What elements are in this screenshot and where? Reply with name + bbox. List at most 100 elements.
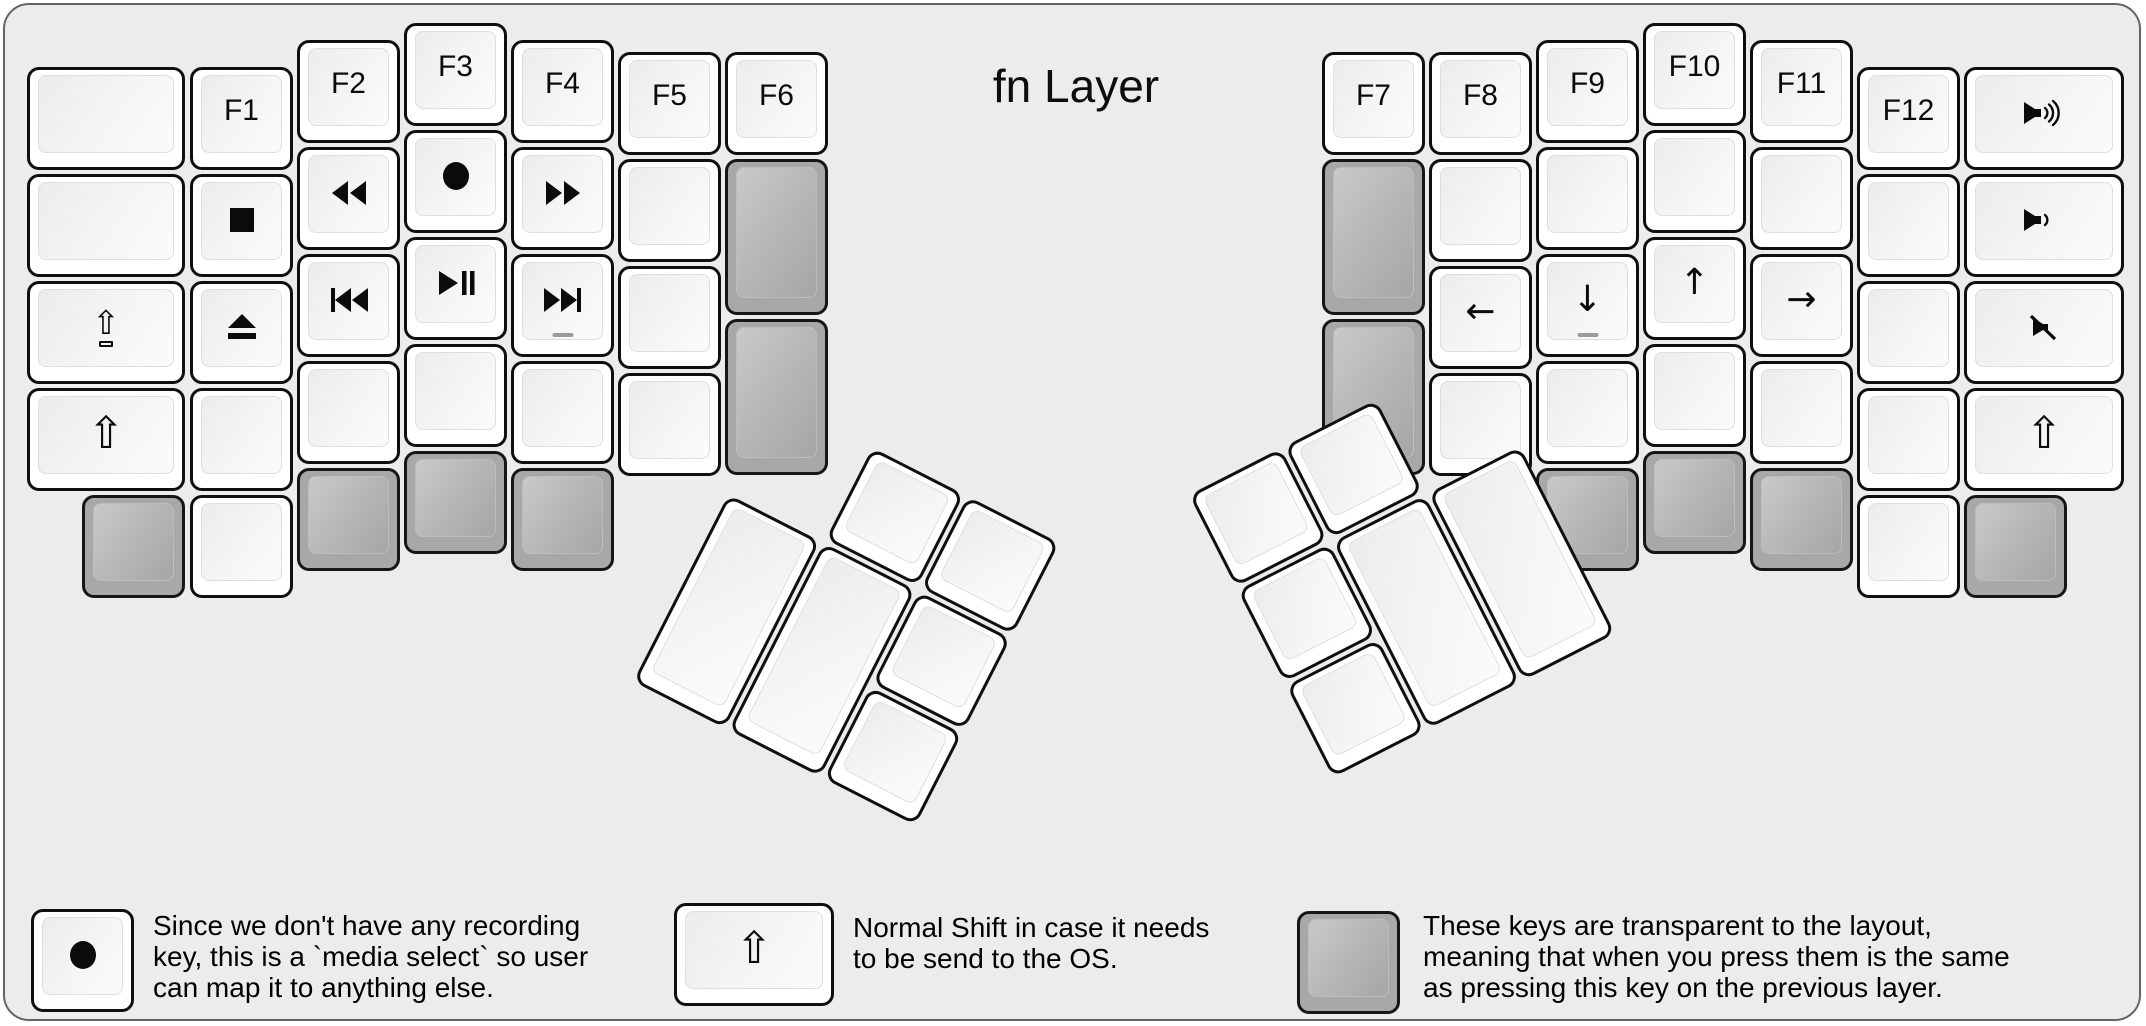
- key-f1[interactable]: F1: [190, 67, 293, 170]
- key-blank[interactable]: [511, 361, 614, 464]
- key-blank[interactable]: [297, 361, 400, 464]
- keycap-face: [201, 503, 282, 581]
- caps-lock-icon: ⇧: [30, 284, 182, 369]
- key-fast-forward[interactable]: [511, 147, 614, 250]
- keycap-face: [1308, 919, 1389, 997]
- key-shift[interactable]: ⇧: [27, 388, 185, 491]
- key-mute[interactable]: [1964, 281, 2124, 384]
- key-f2[interactable]: F2: [297, 40, 400, 143]
- legend-text-media-select: Since we don't have any recording key, t…: [153, 910, 589, 1003]
- key-record[interactable]: [404, 130, 507, 233]
- key-eject[interactable]: [190, 281, 293, 384]
- keycap-face: [629, 274, 710, 352]
- key-transparent[interactable]: [725, 159, 828, 315]
- key-blank[interactable]: [618, 373, 721, 476]
- key-transparent[interactable]: [297, 468, 400, 571]
- keycap-face: [38, 75, 174, 153]
- key-arrow-right[interactable]: →: [1750, 254, 1853, 357]
- arrow-down-icon: ↓: [1572, 278, 1603, 320]
- volume-down-icon: [1967, 177, 2121, 262]
- key-transparent[interactable]: [1964, 495, 2067, 598]
- homing-bar: [552, 333, 573, 337]
- key-blank[interactable]: [27, 67, 185, 170]
- keycap-face: [1868, 289, 1949, 367]
- key-f11[interactable]: F11: [1750, 40, 1853, 143]
- legend-key-shift[interactable]: ⇧: [674, 903, 834, 1006]
- keycap-face: [841, 698, 949, 806]
- key-f6[interactable]: F6: [725, 52, 828, 155]
- arrow-up-icon: ↑: [1679, 261, 1710, 303]
- key-blank[interactable]: [27, 174, 185, 277]
- key-blank[interactable]: [1429, 159, 1532, 262]
- key-volume-down[interactable]: [1964, 174, 2124, 277]
- keycap-face: [1975, 503, 2056, 581]
- keycap-label: F5: [651, 79, 687, 112]
- key-blank[interactable]: [1857, 495, 1960, 598]
- legend-key-record[interactable]: [31, 909, 134, 1012]
- keycap-face: [38, 396, 174, 474]
- shift-icon: ⇧: [2025, 407, 2063, 459]
- key-arrow-up[interactable]: ↑: [1643, 237, 1746, 340]
- key-volume-up[interactable]: [1964, 67, 2124, 170]
- key-transparent[interactable]: [511, 468, 614, 571]
- keycap-face: [522, 155, 603, 233]
- key-f3[interactable]: F3: [404, 23, 507, 126]
- key-transparent[interactable]: [404, 451, 507, 554]
- key-blank[interactable]: [190, 495, 293, 598]
- key-blank[interactable]: [1643, 130, 1746, 233]
- keycap-face: [938, 508, 1047, 615]
- key-f4[interactable]: F4: [511, 40, 614, 143]
- key-f9[interactable]: F9: [1536, 40, 1639, 143]
- key-f12[interactable]: F12: [1857, 67, 1960, 170]
- keycap-face: [1761, 48, 1842, 126]
- keycap-face: [1440, 167, 1521, 245]
- key-blank[interactable]: [1857, 388, 1960, 491]
- key-shift[interactable]: ⇧: [1964, 388, 2124, 491]
- key-arrow-left[interactable]: ←: [1429, 266, 1532, 369]
- key-rewind[interactable]: [297, 147, 400, 250]
- key-transparent[interactable]: [82, 495, 185, 598]
- key-blank[interactable]: [1857, 174, 1960, 277]
- key-transparent[interactable]: [1643, 451, 1746, 554]
- key-f7[interactable]: F7: [1322, 52, 1425, 155]
- legend-key-transparent[interactable]: [1297, 911, 1400, 1014]
- keycap-face: [1868, 503, 1949, 581]
- key-blank[interactable]: [618, 266, 721, 369]
- key-transparent[interactable]: [725, 319, 828, 475]
- keycap-label: F7: [1355, 79, 1391, 112]
- key-blank[interactable]: [404, 344, 507, 447]
- key-play-pause[interactable]: [404, 237, 507, 340]
- key-f8[interactable]: F8: [1429, 52, 1532, 155]
- keycap-face: [93, 503, 174, 581]
- key-blank[interactable]: [618, 159, 721, 262]
- arrow-right-icon: →: [1786, 278, 1817, 320]
- key-f10[interactable]: F10: [1643, 23, 1746, 126]
- keycap-face: [1654, 245, 1735, 323]
- key-prev-track[interactable]: [297, 254, 400, 357]
- rewind-icon: [300, 150, 397, 235]
- key-blank[interactable]: [190, 388, 293, 491]
- keycap-face: [1547, 155, 1628, 233]
- key-arrow-down[interactable]: ↓: [1536, 254, 1639, 357]
- record-icon: [34, 912, 131, 997]
- keycap-face: [629, 60, 710, 138]
- keycap-face: [522, 48, 603, 126]
- keycap-face: [522, 369, 603, 447]
- keycap-face: [415, 31, 496, 109]
- keycap-face: [1654, 31, 1735, 109]
- key-blank[interactable]: [1750, 361, 1853, 464]
- keycap-face: [1654, 138, 1735, 216]
- key-next-track[interactable]: [511, 254, 614, 357]
- key-transparent[interactable]: [1750, 468, 1853, 571]
- key-blank[interactable]: [1750, 147, 1853, 250]
- key-blank[interactable]: [1536, 147, 1639, 250]
- key-stop[interactable]: [190, 174, 293, 277]
- keycap-face: [1547, 48, 1628, 126]
- key-caps-lock[interactable]: ⇧: [27, 281, 185, 384]
- key-blank[interactable]: [1643, 344, 1746, 447]
- key-f5[interactable]: F5: [618, 52, 721, 155]
- key-transparent[interactable]: [1322, 159, 1425, 315]
- key-blank[interactable]: [1536, 361, 1639, 464]
- key-blank[interactable]: [1857, 281, 1960, 384]
- keycap-face: [629, 381, 710, 459]
